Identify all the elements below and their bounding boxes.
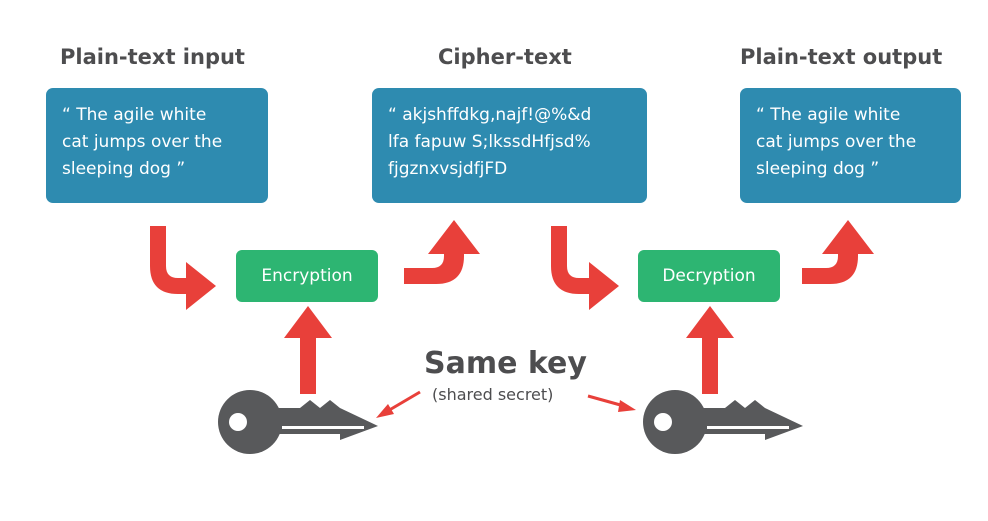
pointer-to-left-key xyxy=(385,390,421,414)
arrow-key-to-decryption xyxy=(686,306,734,394)
encryption-label: Encryption xyxy=(261,266,353,286)
key-icon-right xyxy=(643,390,803,454)
plaintext-input-line: sleeping dog ” xyxy=(62,159,186,179)
key-icon-left xyxy=(218,390,378,454)
plaintext-output-line: cat jumps over the xyxy=(756,132,917,152)
arrow-ciphertext-to-decryption xyxy=(551,226,619,310)
ciphertext-box: “ akjshffdkg,najf!@%&d lfa fapuw S;lkssd… xyxy=(372,88,647,203)
decryption-box: Decryption xyxy=(638,250,780,302)
ciphertext-line: “ akjshffdkg,najf!@%&d xyxy=(388,105,592,125)
arrow-input-to-encryption xyxy=(150,226,216,310)
plaintext-output-line: “ The agile white xyxy=(756,105,901,125)
decryption-label: Decryption xyxy=(662,266,756,286)
pointer-to-right-key-head xyxy=(618,400,636,412)
plaintext-output-line: sleeping dog ” xyxy=(756,159,880,179)
shared-secret-label: (shared secret) xyxy=(432,385,554,404)
ciphertext-line: fjgznxvsjdfjFD xyxy=(388,159,508,179)
pointer-to-right-key xyxy=(587,394,625,408)
plaintext-output-box: “ The agile white cat jumps over the sle… xyxy=(740,88,961,203)
arrow-key-to-encryption xyxy=(284,306,332,394)
plaintext-input-line: “ The agile white xyxy=(62,105,207,125)
plaintext-input-title: Plain-text input xyxy=(60,45,245,69)
arrow-decryption-to-output xyxy=(802,220,874,284)
plaintext-output-title: Plain-text output xyxy=(740,45,943,69)
ciphertext-line: lfa fapuw S;lkssdHfjsd% xyxy=(388,132,591,152)
same-key-label: Same key xyxy=(424,346,587,381)
pointer-to-left-key-head xyxy=(376,404,394,418)
arrow-encryption-to-ciphertext xyxy=(404,220,480,284)
encryption-box: Encryption xyxy=(236,250,378,302)
plaintext-input-line: cat jumps over the xyxy=(62,132,223,152)
plaintext-input-box: “ The agile white cat jumps over the sle… xyxy=(46,88,268,203)
ciphertext-title: Cipher-text xyxy=(438,45,572,69)
